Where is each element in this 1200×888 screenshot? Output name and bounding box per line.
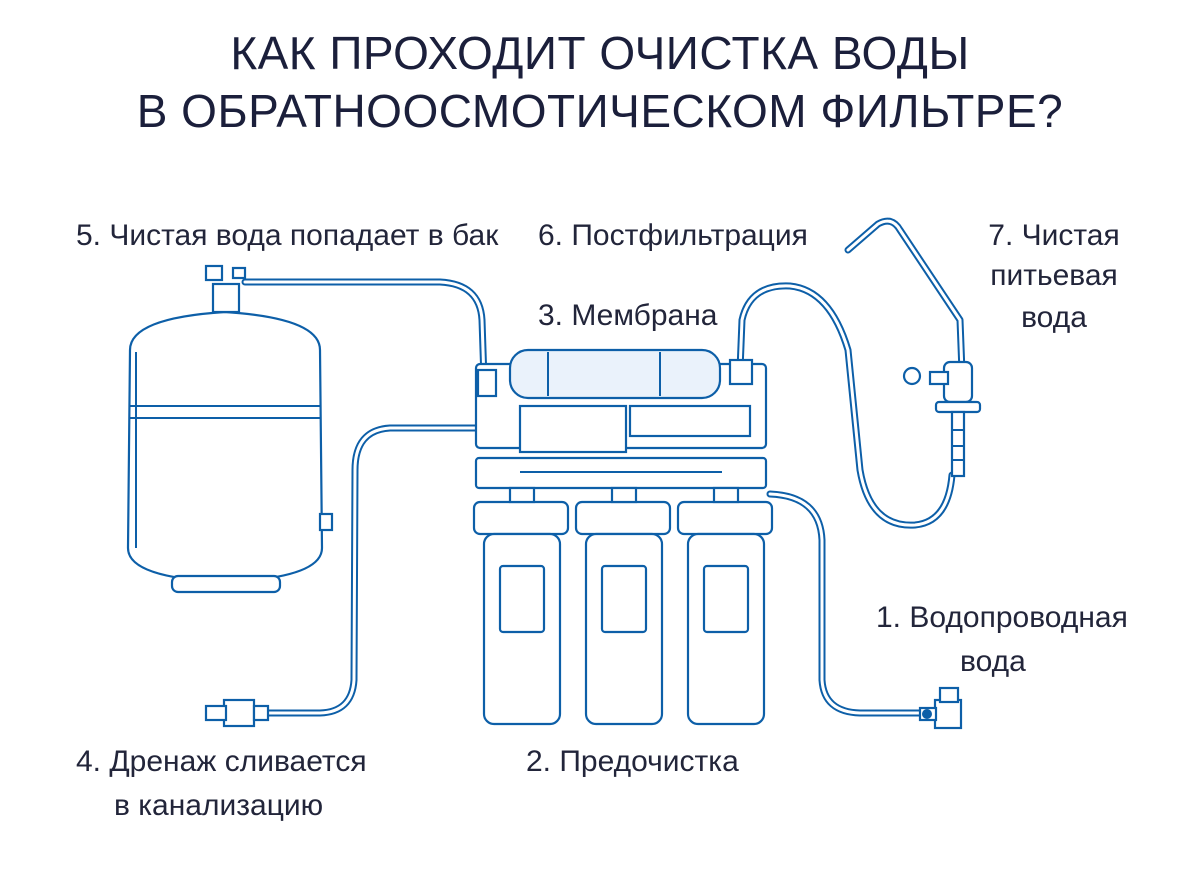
label-step4-line1: 4. Дренаж сливается (76, 745, 367, 778)
label-step5: 5. Чистая вода попадает в бак (76, 219, 499, 252)
prefilter-3 (676, 500, 774, 726)
label-step4-line2: в канализацию (114, 789, 324, 822)
label-step6: 6. Постфильтрация (538, 219, 808, 252)
drain-clamp (204, 698, 270, 728)
tubing (241, 278, 956, 717)
prefilter-2 (574, 500, 672, 726)
page-title-line2: В ОБРАТНООСМОТИЧЕСКОМ ФИЛЬТРЕ? (136, 85, 1064, 137)
label-step1-line2: вода (960, 645, 1026, 678)
storage-tank (126, 264, 334, 594)
membrane-unit (474, 348, 768, 490)
prefilter-1 (472, 500, 570, 726)
label-step3: 3. Мембрана (538, 299, 718, 332)
label-step7-line2: питьевая (990, 259, 1118, 292)
prefilter-housings (472, 486, 774, 726)
label-step7-line3: вода (1021, 301, 1087, 334)
label-step1-line1: 1. Водопроводная (876, 601, 1128, 634)
label-step7-line1: 7. Чистая (988, 219, 1120, 252)
page-title-line1: КАК ПРОХОДИТ ОЧИСТКА ВОДЫ (230, 27, 970, 79)
faucet (844, 217, 982, 478)
inlet-valve (918, 686, 963, 730)
label-step2: 2. Предочистка (526, 745, 739, 778)
